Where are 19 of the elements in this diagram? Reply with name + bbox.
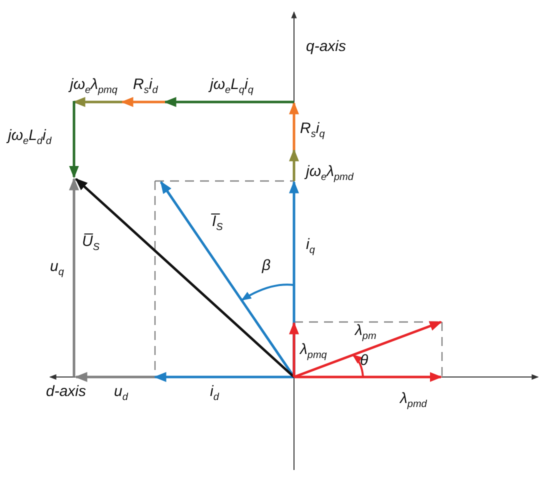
vector-label: U̅$_{S}$ bbox=[82, 233, 100, 255]
angle-label: θ bbox=[360, 352, 368, 369]
vector-label: jω$_{e}$λ$_{pmq}$ bbox=[70, 76, 118, 98]
vector-label: jω$_{e}$L$_{q}$i$_{q}$ bbox=[210, 76, 254, 98]
vector-label: jω$_{e}$L$_{d}$i$_{d}$ bbox=[8, 127, 52, 149]
vector-label: u$_{q}$ bbox=[50, 258, 64, 280]
axis-label: d-axis bbox=[46, 383, 86, 400]
angle-label: β bbox=[262, 257, 271, 274]
vector-label: jω$_{e}$λ$_{pmd}$ bbox=[306, 163, 354, 185]
vector-label: u$_{d}$ bbox=[114, 383, 128, 405]
vector-label: i$_{q}$ bbox=[306, 236, 315, 258]
vector-label: λ$_{pmd}$ bbox=[400, 390, 427, 412]
vector-label: R$_{s}$i$_{d}$ bbox=[133, 76, 158, 98]
vector-label: λ$_{pmq}$ bbox=[300, 341, 327, 363]
vector-label: I̅$_{S}$ bbox=[212, 213, 223, 235]
vector-label: R$_{s}$i$_{q}$ bbox=[300, 120, 325, 142]
vector-label: i$_{d}$ bbox=[210, 383, 219, 405]
axis-label: q-axis bbox=[306, 38, 346, 55]
vector-label: λ$_{pm}$ bbox=[355, 322, 376, 344]
